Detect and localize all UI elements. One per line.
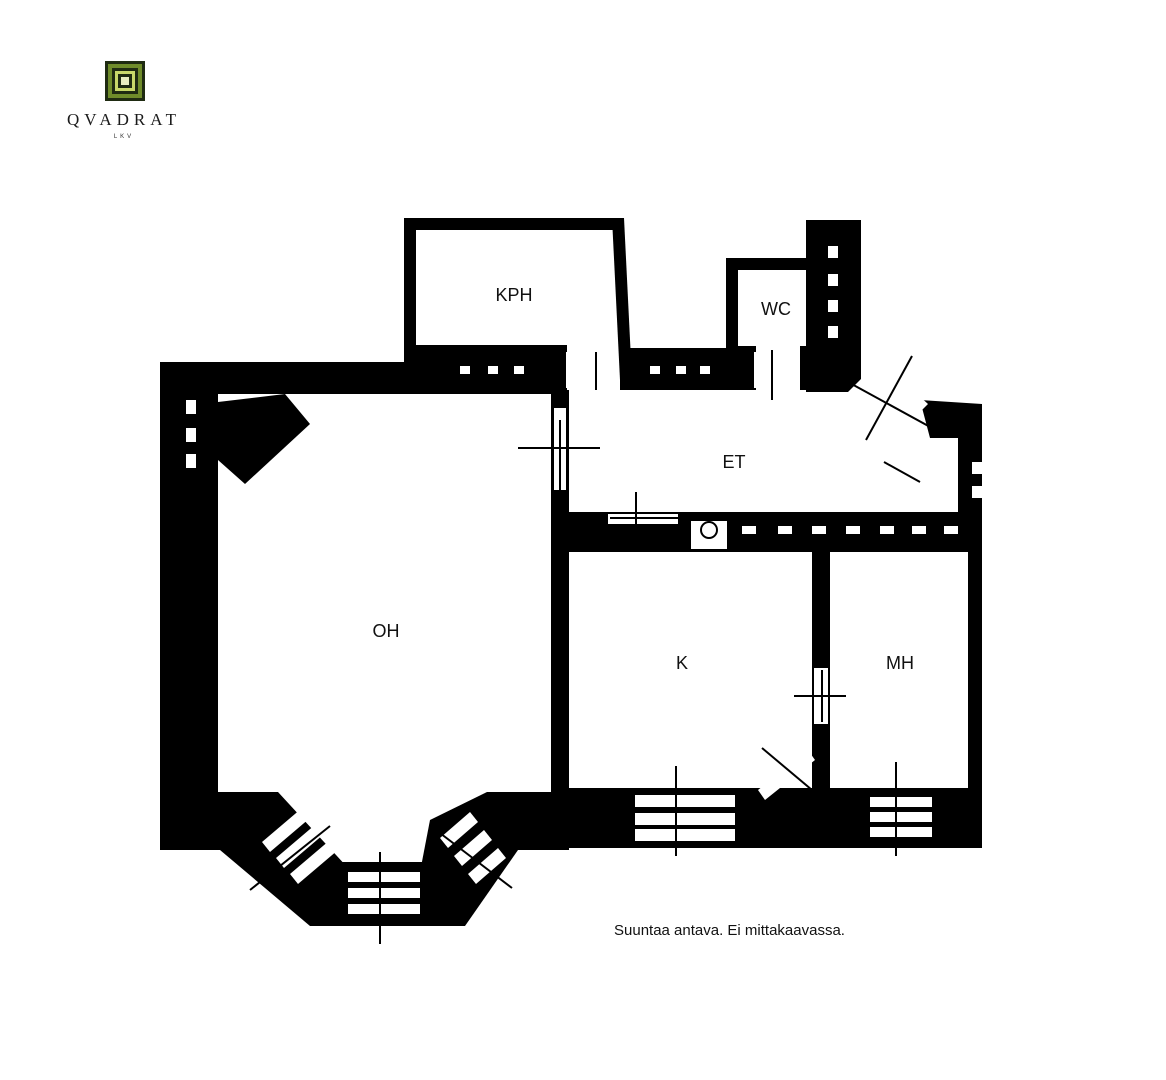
room-label-oh: OH: [373, 621, 400, 641]
room-label-mh: MH: [886, 653, 914, 673]
room-label-k: K: [676, 653, 688, 673]
logo-wordmark: QVADRAT: [66, 110, 182, 129]
qvadrat-logo: QVADRAT LKV: [52, 58, 196, 148]
logo-square-icon: [105, 61, 145, 101]
disclaimer-text: Suuntaa antava. Ei mittakaavassa.: [614, 922, 845, 939]
room-label-kph: KPH: [495, 285, 532, 305]
walls: [160, 218, 982, 926]
fixtures: [249, 350, 933, 944]
room-label-et: ET: [722, 452, 745, 472]
logo-subtitle: LKV: [113, 134, 135, 140]
room-label-wc: WC: [761, 299, 791, 319]
